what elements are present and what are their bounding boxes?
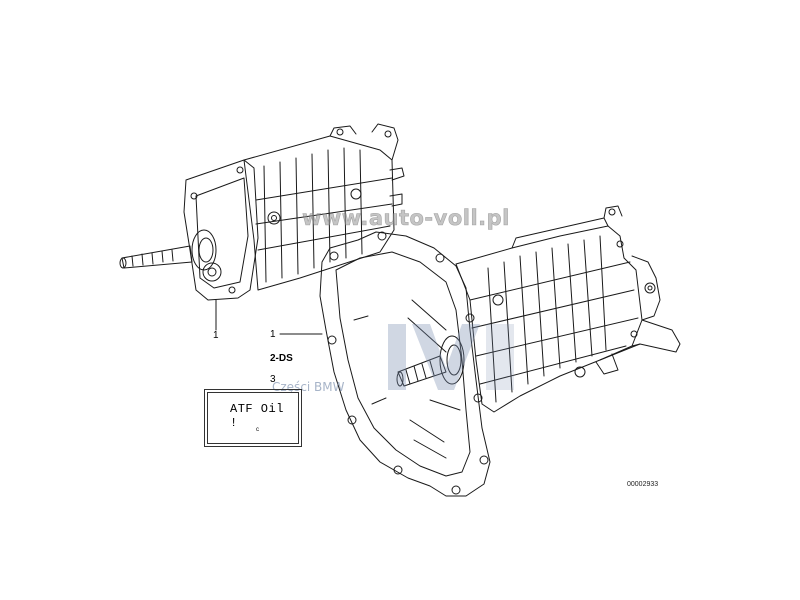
callout-item-2: 2-DS [270,353,293,364]
callout-item-1-left: 1 [213,330,219,341]
watermark-logo [388,324,514,390]
callout-item-1-right: 1 [270,329,276,340]
atf-oil-label-box: ATF Oil ! c [204,389,302,447]
transmission-small [119,123,405,301]
diagram-number: 00002933 [627,481,659,488]
transmission-large [319,205,681,497]
callout-item-3: 3 [270,374,276,385]
atf-oil-mark: c [256,427,259,433]
watermark-parts: Części BMW [272,380,345,394]
leader-lines [215,299,323,335]
watermark-site: www.auto-voll.pl [302,206,510,231]
atf-oil-label: ATF Oil ! [230,402,284,430]
